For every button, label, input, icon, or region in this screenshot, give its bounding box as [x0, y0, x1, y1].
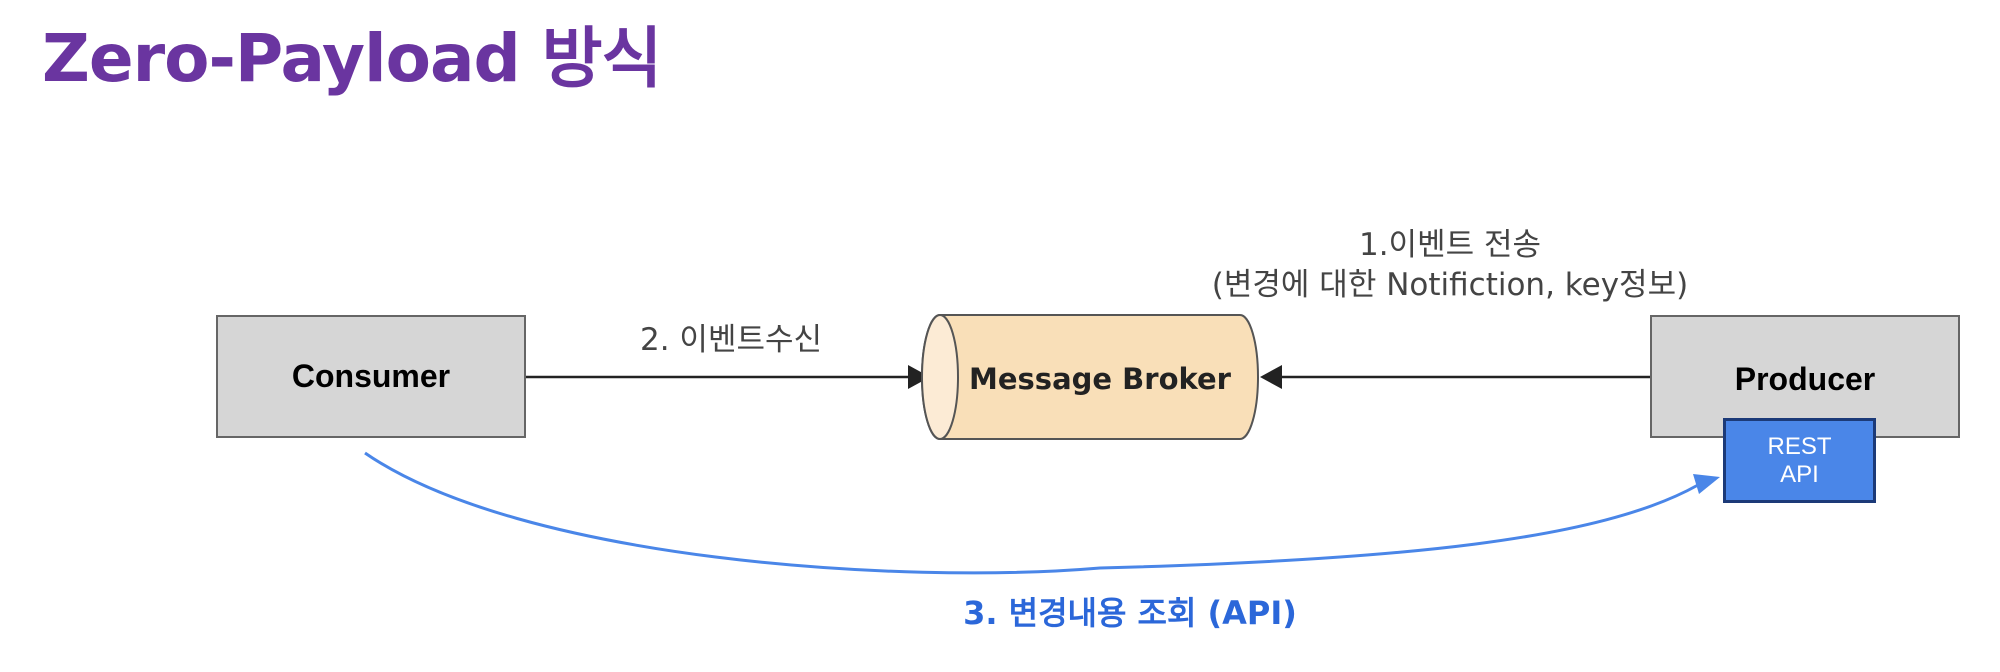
step1-label-line1: 1.이벤트 전송	[1358, 227, 1542, 263]
rest-api-label-line2: API	[1780, 460, 1819, 488]
step1-label: 1.이벤트 전송 (변경에 대한 Notifiction, key정보)	[1160, 225, 1740, 305]
producer-node: Producer	[1650, 315, 1960, 438]
message-broker-cylinder	[921, 314, 1259, 440]
message-broker-label: Message Broker	[969, 362, 1231, 396]
arrow-producer-to-broker	[1260, 365, 1650, 389]
step3-label: 3. 변경내용 조회 (API)	[963, 594, 1297, 632]
rest-api-box: REST API	[1723, 418, 1876, 503]
step1-label-line2: (변경에 대한 Notifiction, key정보)	[1211, 267, 1689, 303]
arrow-api-query	[364, 451, 1720, 575]
consumer-node: Consumer	[216, 315, 526, 438]
step2-label: 2. 이벤트수신	[640, 322, 823, 358]
page-title: Zero-Payload 방식	[42, 20, 662, 97]
arrow-consumer-to-broker	[526, 365, 930, 389]
producer-label: Producer	[1734, 361, 1876, 397]
rest-api-label-line1: REST	[1767, 432, 1832, 460]
